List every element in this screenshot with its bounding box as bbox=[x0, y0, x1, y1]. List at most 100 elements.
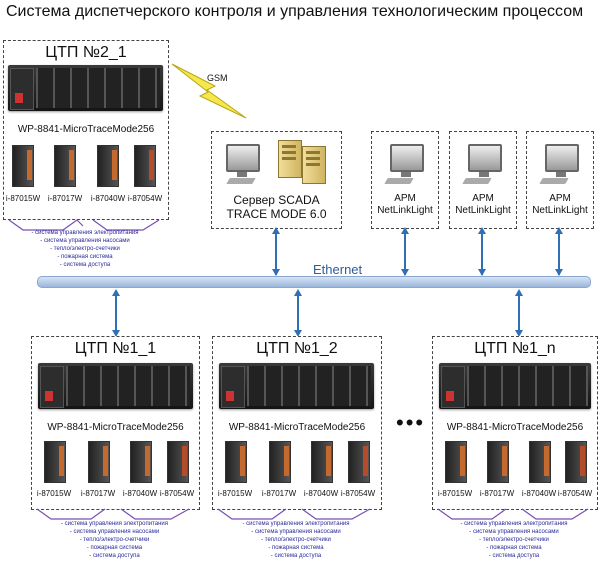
arrow-down-icon bbox=[555, 269, 563, 276]
module-label: i-87040W bbox=[122, 489, 158, 498]
connector-line bbox=[297, 291, 299, 333]
station-tp2-1: ЦТП №2_1 WP-8841-MicroTraceMode256 i-870… bbox=[3, 40, 169, 220]
arrow-down-icon bbox=[272, 269, 280, 276]
io-module bbox=[529, 441, 551, 483]
connector-line bbox=[518, 291, 520, 333]
keyboard-icon bbox=[226, 178, 256, 184]
plc-controller bbox=[219, 363, 374, 409]
io-module bbox=[97, 145, 119, 187]
plc-model-label: WP-8841-MicroTraceMode256 bbox=[17, 124, 155, 135]
server-label-line2: TRACE MODE 6.0 bbox=[226, 207, 327, 221]
workstation-label-line2: NetLinkLight bbox=[455, 205, 511, 216]
io-module bbox=[130, 441, 152, 483]
station-tp1-2: ЦТП №1_2 WP-8841-MicroTraceMode256 i-870… bbox=[212, 336, 382, 510]
module-label: i-87040W bbox=[303, 489, 339, 498]
systems-list: - система управления электропитания- сис… bbox=[61, 521, 168, 559]
workstation-label-line1: АРМ bbox=[472, 193, 494, 204]
systems-list: - система управления электропитания- сис… bbox=[242, 521, 350, 559]
connector-line bbox=[115, 291, 117, 333]
workstation: АРМ NetLinkLight bbox=[526, 131, 594, 229]
workstation: АРМ NetLinkLight bbox=[371, 131, 439, 229]
io-module bbox=[487, 441, 509, 483]
server-label-line1: Сервер SCADA bbox=[233, 193, 320, 207]
station-title: ЦТП №2_1 bbox=[45, 44, 127, 61]
arrow-up-icon bbox=[515, 289, 523, 296]
arrow-up-icon bbox=[478, 227, 486, 234]
plc-model-label: WP-8841-MicroTraceMode256 bbox=[446, 422, 584, 433]
module-label: i-87054W bbox=[127, 194, 163, 203]
scada-server: Сервер SCADA TRACE MODE 6.0 bbox=[211, 131, 342, 229]
plc-controller bbox=[439, 363, 591, 409]
plc-model-label: WP-8841-MicroTraceMode256 bbox=[47, 422, 184, 433]
io-module bbox=[54, 145, 76, 187]
gsm-lightning-icon bbox=[171, 63, 247, 119]
connector-line bbox=[558, 233, 560, 275]
arrow-down-icon bbox=[478, 269, 486, 276]
module-label: i-87015W bbox=[5, 194, 41, 203]
station-tp1-1: ЦТП №1_1 WP-8841-MicroTraceMode256 i-870… bbox=[31, 336, 200, 510]
page-title: Система диспетчерского контроля и управл… bbox=[6, 3, 584, 20]
station-title: ЦТП №1_2 bbox=[256, 340, 338, 357]
station-tp1-n: ЦТП №1_n WP-8841-MicroTraceMode256 i-870… bbox=[432, 336, 598, 510]
module-label: i-87054W bbox=[340, 489, 376, 498]
station-title: ЦТП №1_n bbox=[474, 340, 556, 357]
module-label: i-87015W bbox=[437, 489, 473, 498]
module-label: i-87054W bbox=[557, 489, 593, 498]
ethernet-label: Ethernet bbox=[313, 262, 363, 277]
io-module bbox=[44, 441, 66, 483]
server-icon bbox=[302, 146, 326, 184]
io-module bbox=[88, 441, 110, 483]
io-module bbox=[348, 441, 370, 483]
workstation-label-line1: АРМ bbox=[394, 193, 416, 204]
connector-line bbox=[404, 233, 406, 275]
plc-model-label: WP-8841-MicroTraceMode256 bbox=[228, 422, 366, 433]
io-module bbox=[167, 441, 189, 483]
monitor-icon bbox=[468, 144, 502, 177]
module-label: i-87017W bbox=[479, 489, 515, 498]
server-icon bbox=[278, 140, 302, 178]
io-module bbox=[134, 145, 156, 187]
arrow-up-icon bbox=[272, 227, 280, 234]
workstation-label-line2: NetLinkLight bbox=[532, 205, 588, 216]
systems-bracket bbox=[437, 508, 589, 520]
arrow-down-icon bbox=[515, 330, 523, 337]
module-label: i-87040W bbox=[521, 489, 557, 498]
monitor-icon bbox=[226, 144, 260, 177]
systems-bracket bbox=[36, 508, 190, 520]
arrow-up-icon bbox=[401, 227, 409, 234]
more-stations-ellipsis: ••• bbox=[396, 410, 426, 435]
monitor-icon bbox=[390, 144, 424, 177]
gsm-label: GSM bbox=[207, 73, 228, 83]
io-module bbox=[311, 441, 333, 483]
keyboard-icon bbox=[539, 178, 569, 184]
systems-list: - система управления электропитания- сис… bbox=[31, 230, 139, 268]
arrow-down-icon bbox=[401, 269, 409, 276]
arrow-up-icon bbox=[555, 227, 563, 234]
arrow-up-icon bbox=[112, 289, 120, 296]
connector-line bbox=[275, 233, 277, 275]
io-module bbox=[225, 441, 247, 483]
keyboard-icon bbox=[384, 178, 414, 184]
plc-controller bbox=[38, 363, 193, 409]
systems-bracket bbox=[217, 508, 371, 520]
ethernet-bus bbox=[37, 276, 591, 288]
module-label: i-87040W bbox=[90, 194, 126, 203]
arrow-down-icon bbox=[294, 330, 302, 337]
io-module bbox=[565, 441, 587, 483]
workstation-label-line1: АРМ bbox=[549, 193, 571, 204]
arrow-up-icon bbox=[294, 289, 302, 296]
workstation-label-line2: NetLinkLight bbox=[377, 205, 433, 216]
module-label: i-87054W bbox=[159, 489, 195, 498]
module-label: i-87017W bbox=[80, 489, 116, 498]
io-module bbox=[445, 441, 467, 483]
connector-line bbox=[481, 233, 483, 275]
station-title: ЦТП №1_1 bbox=[74, 340, 157, 357]
plc-controller bbox=[8, 65, 163, 111]
monitor-icon bbox=[545, 144, 579, 177]
keyboard-icon bbox=[462, 178, 492, 184]
module-label: i-87017W bbox=[261, 489, 297, 498]
workstation: АРМ NetLinkLight bbox=[449, 131, 517, 229]
module-label: i-87017W bbox=[47, 194, 83, 203]
systems-list: - система управления электропитания- сис… bbox=[460, 521, 568, 559]
module-label: i-87015W bbox=[36, 489, 72, 498]
